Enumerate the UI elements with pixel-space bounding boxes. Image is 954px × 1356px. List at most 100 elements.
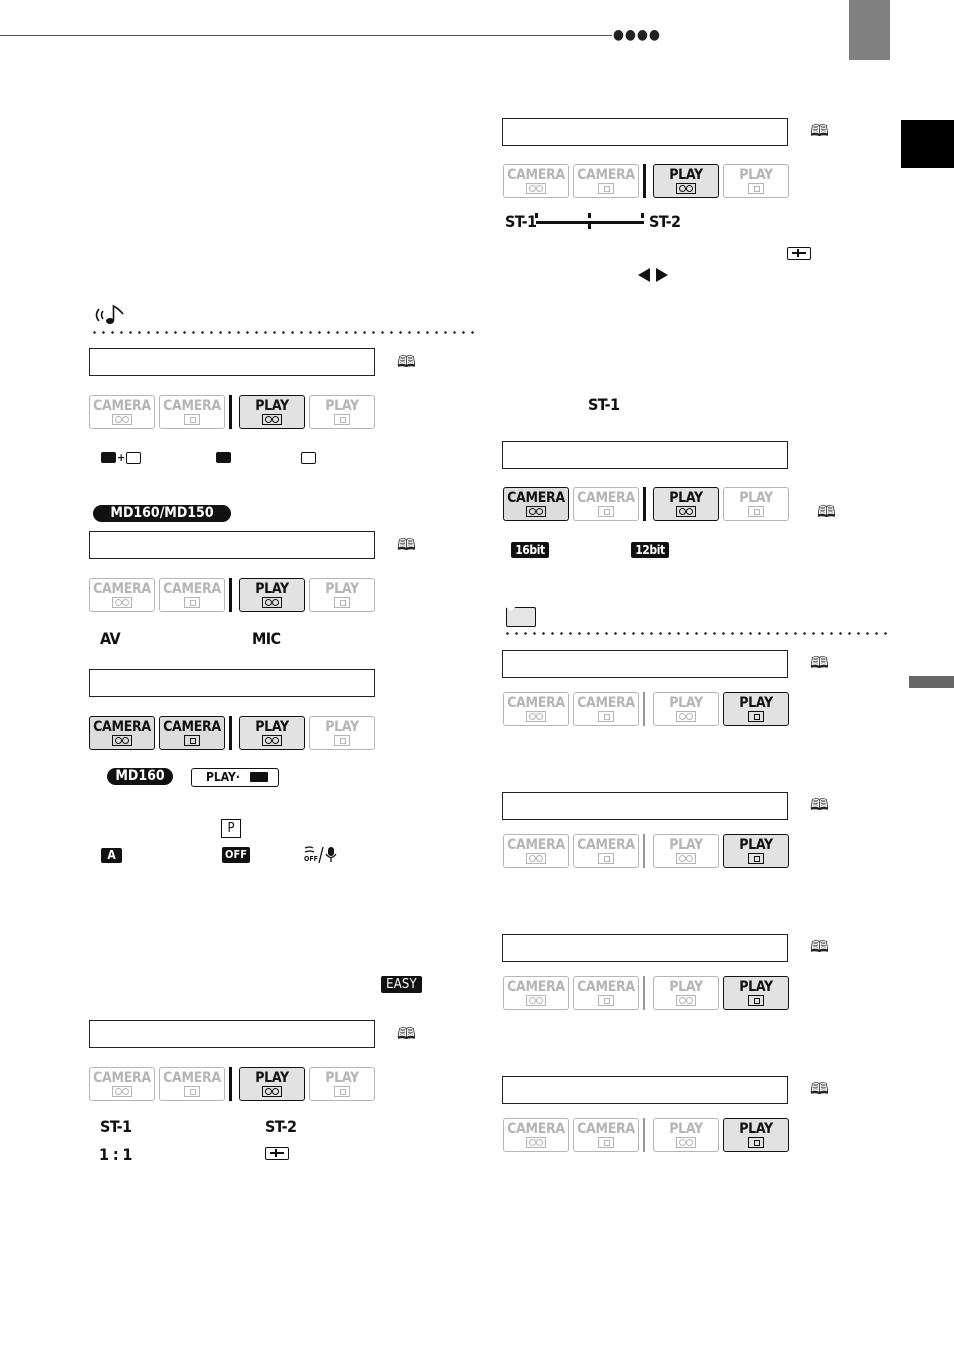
card-icon <box>598 711 614 722</box>
tape-icon <box>262 597 282 608</box>
mode-camera-card: CAMERA <box>573 1118 639 1152</box>
program-mode-icon: P <box>221 819 241 838</box>
mode-camera-tape: CAMERA <box>503 692 569 726</box>
card-icon <box>184 414 200 425</box>
mode-camera-card: CAMERA <box>159 578 225 612</box>
mode-indicator: CAMERA CAMERA PLAY PLAY <box>89 578 379 613</box>
book-icon: 🕮 <box>397 535 416 554</box>
mode-play-card: PLAY <box>309 716 375 750</box>
header-dots: ●●●● <box>613 27 661 43</box>
card-icon <box>748 183 764 194</box>
tape-icon <box>526 711 546 722</box>
mode-camera-tape: CAMERA <box>89 578 155 612</box>
mode-camera-card: CAMERA <box>159 716 225 750</box>
mode-play-card: PLAY <box>723 1118 789 1152</box>
stereo2-label: ST-2 <box>649 212 681 231</box>
sound-icon <box>95 304 124 324</box>
section-separator <box>90 331 474 334</box>
text-icon <box>301 452 316 464</box>
mode-camera-card: CAMERA <box>573 834 639 868</box>
mode-indicator: CAMERA CAMERA PLAY PLAY <box>503 164 793 199</box>
section-separator <box>503 632 888 635</box>
mode-camera-tape: CAMERA <box>89 1067 155 1101</box>
card-icon <box>598 183 614 194</box>
play-tape-badge: PLAY· <box>191 768 279 787</box>
mode-divider <box>643 834 645 868</box>
mode-play-tape: PLAY <box>653 1118 719 1152</box>
card-icon <box>598 1137 614 1148</box>
mode-camera-tape: CAMERA <box>503 834 569 868</box>
mode-play-tape: PLAY <box>653 834 719 868</box>
text-icon <box>126 452 141 464</box>
mic-label: MIC <box>252 629 281 648</box>
mode-play-card: PLAY <box>723 487 789 521</box>
menu-setting-box <box>502 650 788 678</box>
tape-icon <box>676 711 696 722</box>
menu-setting-box <box>502 792 788 820</box>
audio-12bit-icon: 12bit <box>631 542 669 558</box>
mode-indicator: CAMERA CAMERA PLAY PLAY <box>89 716 379 751</box>
tape-icon <box>262 1086 282 1097</box>
tape-icon <box>526 853 546 864</box>
mode-indicator: CAMERA CAMERA PLAY PLAY <box>503 1118 793 1153</box>
chapter-tab-black <box>901 120 954 168</box>
mode-divider <box>229 716 232 750</box>
book-icon: 🕮 <box>817 502 836 521</box>
stereo1-label: ST-1 <box>100 1117 132 1136</box>
book-icon: 🕮 <box>810 795 829 814</box>
book-icon: 🕮 <box>397 1024 416 1043</box>
tape-icon <box>112 414 132 425</box>
plus-sign: + <box>117 451 125 464</box>
mode-camera-tape: CAMERA <box>503 1118 569 1152</box>
tape-icon <box>262 735 282 746</box>
mode-play-card: PLAY <box>723 976 789 1010</box>
book-icon: 🕮 <box>810 1079 829 1098</box>
mode-play-tape: PLAY <box>653 164 719 198</box>
tape-icon <box>526 995 546 1006</box>
balance-tick <box>588 224 591 229</box>
mode-play-card: PLAY <box>309 1067 375 1101</box>
mode-play-tape: PLAY <box>653 976 719 1010</box>
mode-play-tape: PLAY <box>653 487 719 521</box>
mode-play-card: PLAY <box>723 692 789 726</box>
mix-ratio-label: 1 : 1 <box>99 1145 132 1164</box>
tape-icon <box>250 772 268 782</box>
mode-play-tape: PLAY <box>239 395 305 429</box>
mode-indicator: CAMERA CAMERA PLAY PLAY <box>89 1067 379 1102</box>
tape-icon <box>262 414 282 425</box>
mode-play-tape: PLAY <box>239 578 305 612</box>
balance-bar <box>536 221 644 224</box>
card-icon <box>184 1086 200 1097</box>
book-icon: 🕮 <box>397 352 416 371</box>
stereo1-label: ST-1 <box>588 395 620 414</box>
stereo1-label: ST-1 <box>505 212 537 231</box>
balance-tick <box>588 213 591 218</box>
tape-icon <box>676 506 696 517</box>
left-arrow-icon <box>638 268 650 282</box>
card-icon <box>598 506 614 517</box>
menu-setting-box <box>502 441 788 469</box>
mode-camera-tape: CAMERA <box>89 395 155 429</box>
tape-icon <box>676 853 696 864</box>
card-icon <box>598 853 614 864</box>
av-label: AV <box>100 629 121 648</box>
mode-play-card: PLAY <box>723 164 789 198</box>
tape-icon <box>112 735 132 746</box>
card-icon <box>184 735 200 746</box>
mode-divider <box>229 395 232 429</box>
mode-camera-card: CAMERA <box>159 1067 225 1101</box>
menu-setting-box <box>502 118 788 146</box>
mode-divider <box>229 1067 232 1101</box>
card-icon <box>334 597 350 608</box>
mode-divider <box>643 692 645 726</box>
book-icon: 🕮 <box>810 121 829 140</box>
tape-icon <box>526 506 546 517</box>
tape-icon <box>676 183 696 194</box>
card-icon <box>334 414 350 425</box>
mode-play-card: PLAY <box>723 834 789 868</box>
card-icon <box>334 735 350 746</box>
mode-indicator: CAMERA CAMERA PLAY PLAY <box>503 692 793 727</box>
card-icon <box>598 995 614 1006</box>
mode-indicator: CAMERA CAMERA PLAY PLAY <box>503 487 793 522</box>
mode-camera-tape: CAMERA <box>89 716 155 750</box>
